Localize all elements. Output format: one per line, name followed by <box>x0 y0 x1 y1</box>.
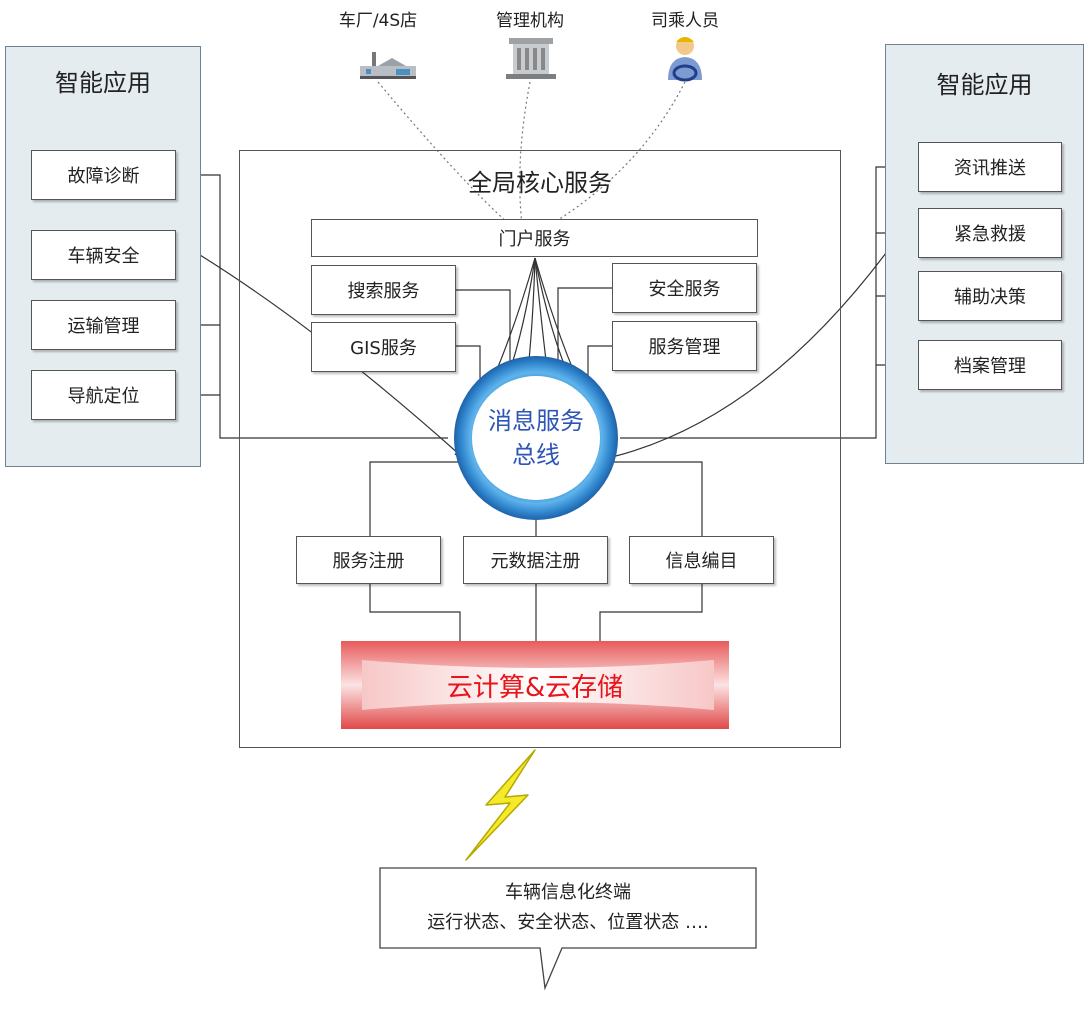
building-icon <box>506 38 556 79</box>
security-service-box: 安全服务 <box>612 263 757 313</box>
portal-service-box: 门户服务 <box>311 219 758 257</box>
left-item-navigation: 导航定位 <box>31 370 176 420</box>
message-bus-line2: 总线 <box>512 441 560 469</box>
cloud-computing-storage: 云计算&云存储 <box>341 641 729 729</box>
core-services-frame: 全局核心服务 <box>239 150 841 748</box>
right-item-emergency-rescue: 紧急救援 <box>918 208 1062 258</box>
left-item-fault-diagnosis: 故障诊断 <box>31 150 176 200</box>
search-service-box: 搜索服务 <box>311 265 456 315</box>
right-conn-curve <box>611 252 887 458</box>
security-conn <box>557 287 612 390</box>
gis-service-box: GIS服务 <box>311 322 456 372</box>
right-item-news-push: 资讯推送 <box>918 142 1062 192</box>
search-conn <box>456 289 511 390</box>
cloud-label: 云计算&云存储 <box>446 672 624 703</box>
authority-link <box>519 81 531 226</box>
right-item-archive-mgmt: 档案管理 <box>918 340 1062 390</box>
left-panel-title: 智能应用 <box>55 69 151 97</box>
cloud-bar <box>341 641 729 729</box>
vehicle-terminal: 车辆信息化终端 运行状态、安全状态、位置状态 …. <box>380 868 756 948</box>
service-management-box: 服务管理 <box>612 321 757 371</box>
speech-bubble <box>379 867 757 991</box>
metadata-registry-box: 元数据注册 <box>463 536 608 584</box>
right-panel-title: 智能应用 <box>936 71 1033 99</box>
message-bus-label: 消息服务 总线 <box>456 400 616 476</box>
message-bus-line1: 消息服务 <box>488 407 584 435</box>
terminal-title: 车辆信息化终端 <box>505 882 631 903</box>
entity-authority-label: 管理机构 <box>496 11 564 31</box>
left-item-vehicle-security: 车辆安全 <box>31 230 176 280</box>
left-item-transport-mgmt: 运输管理 <box>31 300 176 350</box>
lightning-bolt-icon <box>465 749 536 861</box>
gis-conn <box>456 345 481 390</box>
info-catalog-box: 信息编目 <box>629 536 774 584</box>
right-item-decision-support: 辅助决策 <box>918 271 1062 321</box>
factory-icon <box>360 52 416 79</box>
entity-driver-label: 司乘人员 <box>651 11 719 31</box>
driver-icon <box>668 37 702 82</box>
service-registry-box: 服务注册 <box>296 536 441 584</box>
message-bus-ring <box>454 356 618 520</box>
entity-factory-label: 车厂/4S店 <box>338 11 418 31</box>
core-services-title: 全局核心服务 <box>468 169 612 197</box>
terminal-states: 运行状态、安全状态、位置状态 …. <box>427 912 709 933</box>
